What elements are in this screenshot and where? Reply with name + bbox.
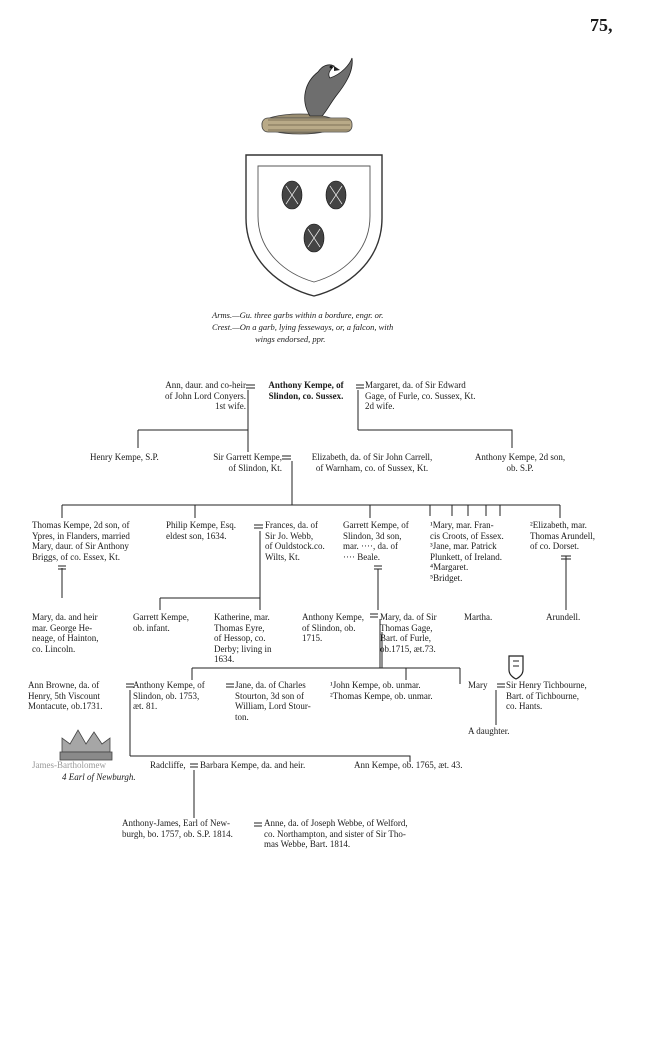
- person-mary-heneage: Mary, da. and heir mar. George He- neage…: [32, 612, 99, 654]
- person-katherine-eyre: Katherine, mar. Thomas Eyre, of Hessop, …: [214, 612, 272, 664]
- person-thomas-kempe: Thomas Kempe, 2d son, of Ypres, in Fland…: [32, 520, 130, 562]
- crest-falcon-icon: [261, 57, 353, 135]
- sisters-list: ¹Mary, mar. Fran- cis Croots, of Essex. …: [430, 520, 504, 583]
- person-frances-webb: Frances, da. of Sir Jo. Webb, of Ouldsto…: [265, 520, 325, 562]
- person-james-bartholomew: James-Bartholomew: [32, 760, 106, 770]
- person-jane-stourton: Jane, da. of Charles Stourton, 3d son of…: [235, 680, 311, 722]
- person-elizabeth-arundell: ²Elizabeth, mar. Thomas Arundell, of co.…: [530, 520, 595, 551]
- earl-of-newburgh-note: 4 Earl of Newburgh.: [62, 772, 136, 782]
- person-sir-garrett-kempe: Sir Garrett Kempe, of Slindon, Kt.: [213, 452, 282, 473]
- person-martha: Martha.: [464, 612, 493, 622]
- person-anthony-kempe-2d: Anthony Kempe, 2d son, ob. S.P.: [474, 452, 566, 473]
- person-thomas-kempe-unmar: ²Thomas Kempe, ob. unmar.: [330, 691, 433, 701]
- person-garrett-kempe-infant: Garrett Kempe, ob. infant.: [133, 612, 189, 633]
- person-garrett-kempe-3d: Garrett Kempe, of Slindon, 3d son, mar. …: [343, 520, 409, 562]
- person-ann-kempe-1765: Ann Kempe, ob. 1765, æt. 43.: [354, 760, 463, 770]
- person-anthony-kempe: Anthony Kempe, of Slindon, co. Sussex.: [268, 380, 344, 401]
- arundell-line: Arundell.: [546, 612, 581, 622]
- arms-caption: Arms.—Gu. three garbs within a bordure, …: [212, 310, 384, 320]
- person-anne-webbe: Anne, da. of Joseph Webbe, of Welford, c…: [264, 818, 408, 849]
- person-anthony-kempe-1753: Anthony Kempe, of Slindon, ob. 1753, æt.…: [133, 680, 205, 711]
- person-anthony-kempe-1715: Anthony Kempe, of Slindon, ob. 1715.: [302, 612, 364, 643]
- shield-icon: [245, 154, 383, 297]
- person-elizabeth-carrell: Elizabeth, da. of Sir John Carrell, of W…: [311, 452, 433, 473]
- crest-caption-cont: wings endorsed, ppr.: [255, 334, 326, 344]
- person-radcliffe: Radcliffe,: [150, 760, 186, 770]
- small-arms-icon: [508, 655, 524, 680]
- coronet-icon: [59, 729, 113, 761]
- person-anthony-james: Anthony-James, Earl of New- burgh, bo. 1…: [122, 818, 233, 839]
- person-john-kempe: ¹John Kempe, ob. unmar.: [330, 680, 421, 690]
- person-mary-kempe: Mary: [468, 680, 488, 690]
- person-ann-conyers: Ann, daur. and co-heir of John Lord Cony…: [165, 380, 246, 411]
- person-barbara-kempe: Barbara Kempe, da. and heir.: [200, 760, 306, 770]
- person-margaret-gage: Margaret, da. of Sir Edward Gage, of Fur…: [365, 380, 476, 411]
- person-philip-kempe: Philip Kempe, Esq. eldest son, 1634.: [166, 520, 236, 541]
- person-ann-browne: Ann Browne, da. of Henry, 5th Viscount M…: [28, 680, 103, 711]
- person-mary-gage: Mary, da. of Sir Thomas Gage, Bart. of F…: [380, 612, 437, 654]
- person-henry-kempe: Henry Kempe, S.P.: [90, 452, 159, 462]
- person-sir-henry-tichbourne: Sir Henry Tichbourne, Bart. of Tichbourn…: [506, 680, 587, 711]
- page-number: 75,: [590, 15, 613, 35]
- crest-caption: Crest.—On a garb, lying fesseways, or, a…: [212, 322, 394, 332]
- person-a-daughter: A daughter.: [468, 726, 510, 736]
